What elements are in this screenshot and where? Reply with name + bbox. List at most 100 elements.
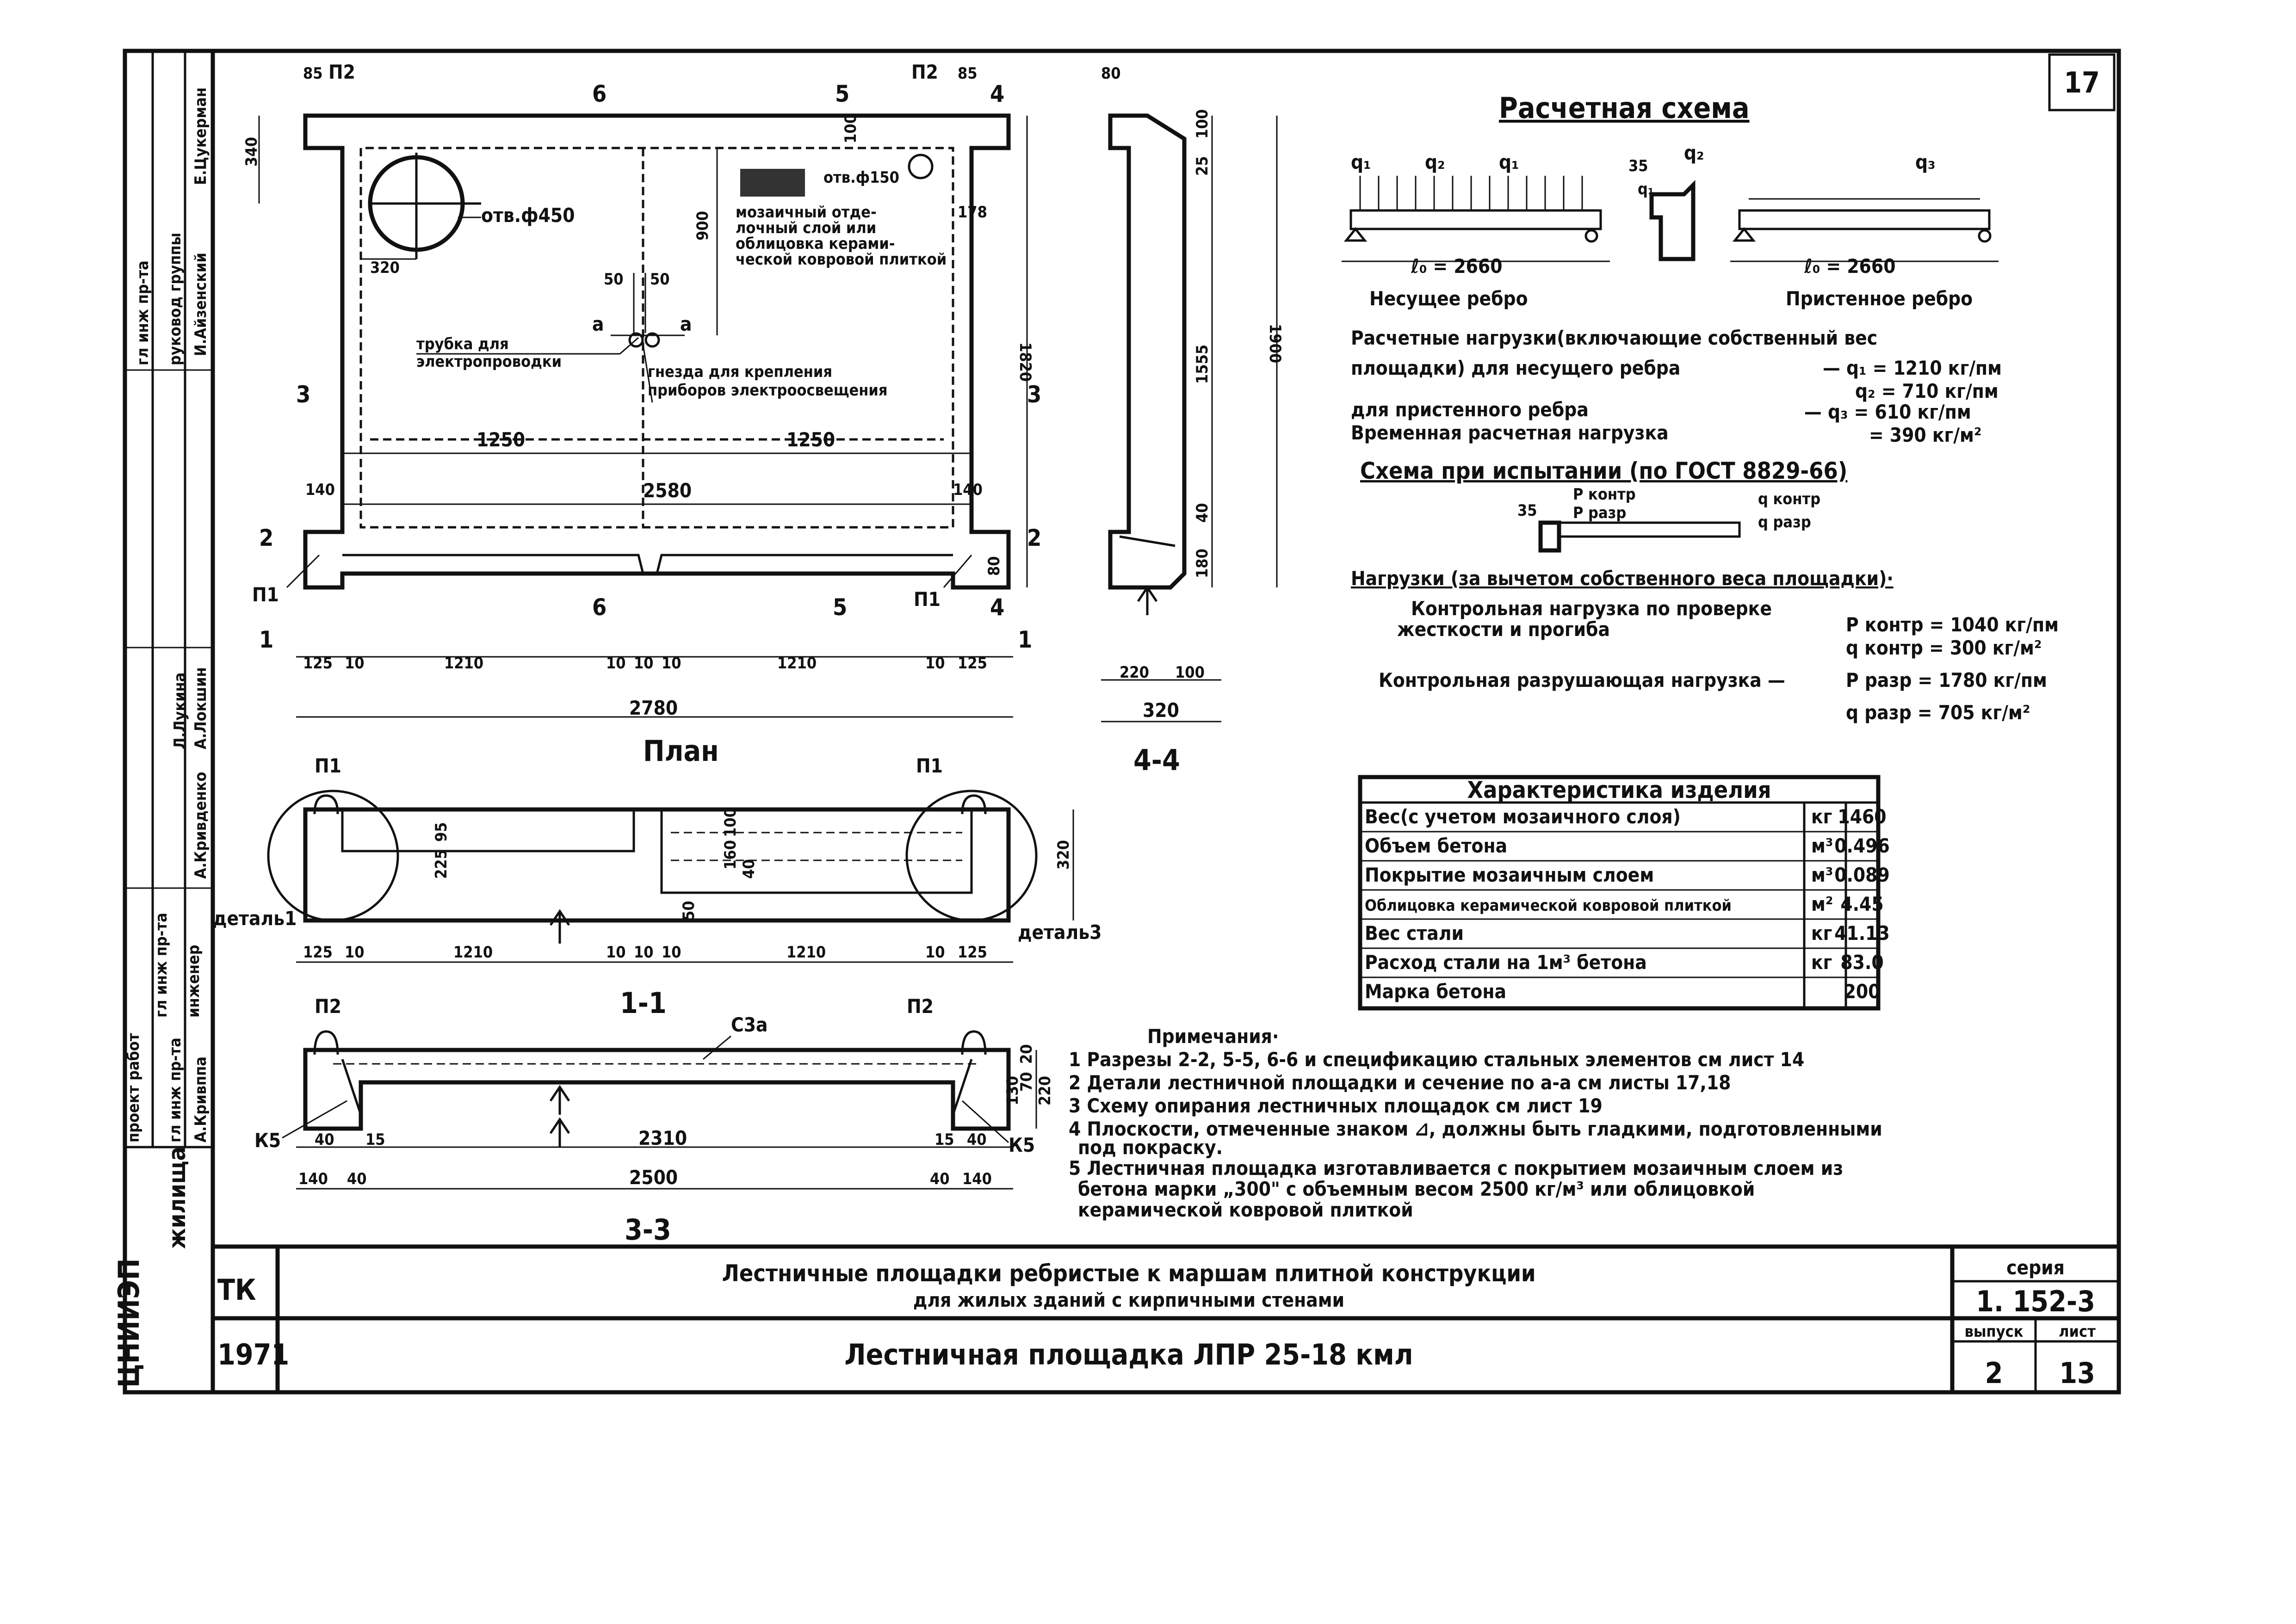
s44-d180: 180 [1193,549,1212,578]
q-contr: q контр [1758,490,1820,508]
s11-d10a: 10 [345,943,365,962]
d1820: 1820 [1016,342,1034,382]
d140b: 140 [953,481,983,499]
q-razr: q разр [1758,513,1811,531]
s33-d40a: 40 [315,1130,334,1149]
plan-view: отв.ф450 отв.ф150 мозаичный отде- лочный… [242,61,1284,768]
notes-title: Примечания· [1147,1025,1279,1048]
s11-d1210b: 1210 [786,943,826,962]
note-5: 5 Лестничная площадка изготавливается с … [1069,1157,1843,1179]
s11-d50: 50 [680,901,698,920]
hole-150-circle [908,154,934,179]
s44-d100b: 100 [1175,663,1205,682]
section-4-4: 80 100 25 1555 40 180 220 100 320 4-4 [1101,64,1221,777]
note-2: 3 Схему опирания лестничных площадок см … [1069,1094,1603,1117]
cs-q1-b: q₁ [1499,151,1519,173]
row6-value: 200 [1844,980,1881,1003]
role4: гл инж пр-та [166,1037,185,1142]
row4-name: Вес стали [1365,922,1464,945]
control1: Контрольная нагрузка по проверке [1411,597,1772,620]
sockets-label: гнезда для крепления приборов электроосв… [648,363,888,400]
d1250b: 1250 [786,428,835,451]
sheet: 13 [2059,1356,2095,1390]
name3: Л.Лукина [171,673,189,749]
note-6: бетона марки „300" с объемным весом 2500… [1078,1178,1755,1200]
table-title: Характеристика изделия [1467,777,1771,803]
row0-value: 1460 [1838,805,1886,828]
role0: гл инж пр-та [134,260,152,365]
pd125b: 125 [958,654,987,673]
note-7: керамической ковровой плиткой [1078,1198,1413,1221]
row2-name: Покрытие мозаичным слоем [1365,864,1654,886]
d80: 80 [985,556,1003,576]
title-block: ТК 1971 Лестничные площадки ребристые к … [213,1244,2119,1392]
note-4: под покраску. [1078,1136,1223,1159]
section-1-1: П1 П1 деталь1 деталь3 225 95 100 160 50 … [213,754,1102,1020]
row3-name: Облицовка керамической ковровой плиткой [1365,896,1732,915]
cs-rib-bearing: Несущее ребро [1369,287,1528,310]
d900: 900 [693,211,712,241]
section-3-3: П2 П2 С3а К5 К5 20 130 70 220 40 15 2310… [254,995,1054,1247]
p-contr: Р контр [1573,485,1636,504]
pk: Р контр = 1040 кг/пм [1846,613,2059,636]
series: 1. 152-3 [1976,1284,2095,1318]
s44-d80: 80 [1101,64,1121,83]
p1-right: П1 [914,588,941,611]
s33-d40b: 40 [967,1130,987,1149]
cs-q2: q₂ [1425,151,1445,173]
pd10d: 10 [662,654,681,673]
d100: 100 [842,114,860,143]
s33-p2-left: П2 [315,995,341,1018]
detail1-label: деталь1 [213,907,297,930]
s11-p1-right: П1 [916,754,943,777]
s11-d10c: 10 [634,943,654,962]
d320: 320 [370,259,400,277]
tube-label: трубка для электропроводки [416,335,562,371]
row1-value: 0.496 [1834,834,1890,857]
row4-unit: кг [1811,922,1832,945]
s44-d40: 40 [1193,503,1212,523]
side-stamp: ЦНИИЭП жилища Е.Цукерман И.Айзенский А.Л… [112,51,213,1388]
s11-d10b: 10 [606,943,626,962]
s33-d130: 130 [1003,1076,1022,1105]
q3-val: — q₃ = 610 кг/пм [1804,401,1971,423]
s33-d15a: 15 [365,1130,385,1149]
pd125a: 125 [303,654,333,673]
name1: И.Айзенский [192,253,210,356]
note-1: 2 Детали лестничной площадки и сечение п… [1069,1071,1731,1094]
test-d35: 35 [1517,501,1537,520]
mosaic-hatch [740,169,805,197]
cs-q1-a: q₁ [1351,151,1371,173]
s33-d2500: 2500 [629,1166,678,1189]
issue-label: выпуск [1965,1322,2024,1341]
d140a: 140 [305,481,335,499]
s44-d25: 25 [1193,156,1212,176]
sec5-top: 5 [835,80,849,107]
role2: проект работ [124,1033,143,1142]
role3: гл инж пр-та [152,913,171,1018]
pr: Р разр = 1780 кг/пм [1846,669,2047,692]
d2580: 2580 [643,479,692,502]
d85a: 85 [303,64,323,83]
s33-d140a: 140 [298,1170,328,1188]
s11-d10d: 10 [662,943,681,962]
a-right: а [680,313,692,335]
d85b: 85 [958,64,978,83]
cs-rib-wall: Пристенное ребро [1786,287,1973,310]
s33-p2-right: П2 [907,995,934,1018]
pd10a: 10 [345,654,365,673]
a-left: а [592,313,604,335]
s11-d160: 160 [721,840,740,870]
s33-d20: 20 [1017,1044,1036,1064]
d50a: 50 [604,270,624,289]
pd10e: 10 [925,654,945,673]
p-razr: Р разр [1573,504,1626,522]
title3: Лестничная площадка ЛПР 25-18 кмл [844,1338,1413,1371]
cs-q2-b: q₂ [1684,142,1704,164]
sheet-label: лист [2059,1322,2096,1341]
qk: q контр = 300 кг/м² [1846,636,2042,659]
pd10b: 10 [606,654,626,673]
wall-rib-text: для пристенного ребра [1351,398,1589,421]
sec3-left: 3 [296,381,310,408]
pd10c: 10 [634,654,654,673]
